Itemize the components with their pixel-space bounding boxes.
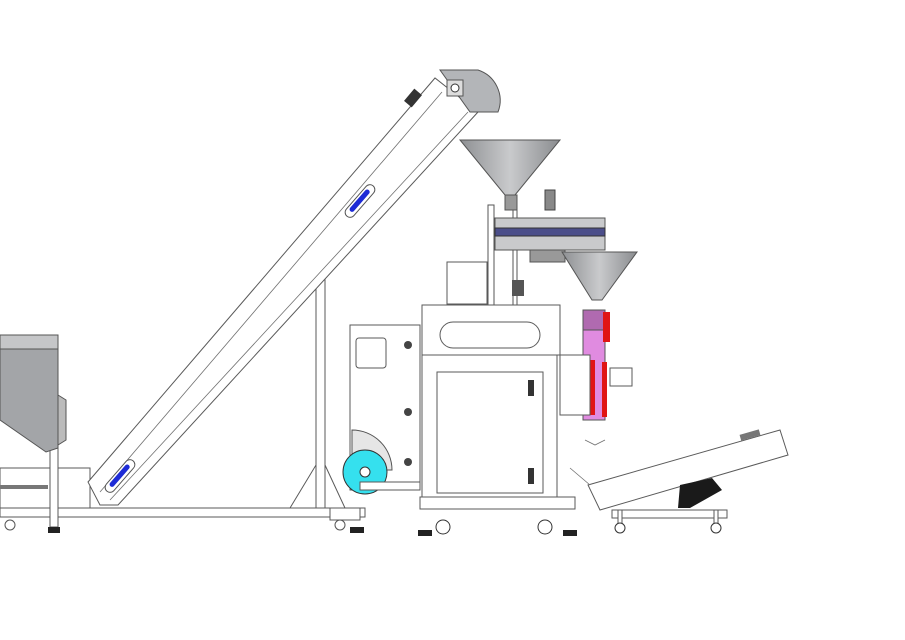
heater-bar: [590, 360, 595, 415]
incline-bucket-conveyor: [87, 69, 501, 506]
film-unwind-panel: [342, 324, 421, 495]
caster-wheel: [4, 519, 16, 531]
heater-bar: [602, 362, 607, 417]
conveyor-bracket: [678, 478, 722, 508]
feed-hopper: [0, 334, 67, 453]
cup-filler: [446, 139, 638, 306]
heater-bar: [603, 312, 610, 342]
forming-tube: [559, 309, 633, 446]
caster-wheel: [435, 519, 451, 535]
caster-wheel: [334, 519, 346, 531]
vffs-machine-body: [418, 304, 577, 536]
second-funnel: [561, 251, 638, 301]
top-funnel: [458, 139, 562, 196]
cabinet-door[interactable]: [436, 371, 544, 494]
caster-wheel: [537, 519, 553, 535]
caster-wheel: [710, 522, 722, 534]
output-conveyor: [569, 429, 789, 534]
caster-wheel: [614, 522, 626, 534]
